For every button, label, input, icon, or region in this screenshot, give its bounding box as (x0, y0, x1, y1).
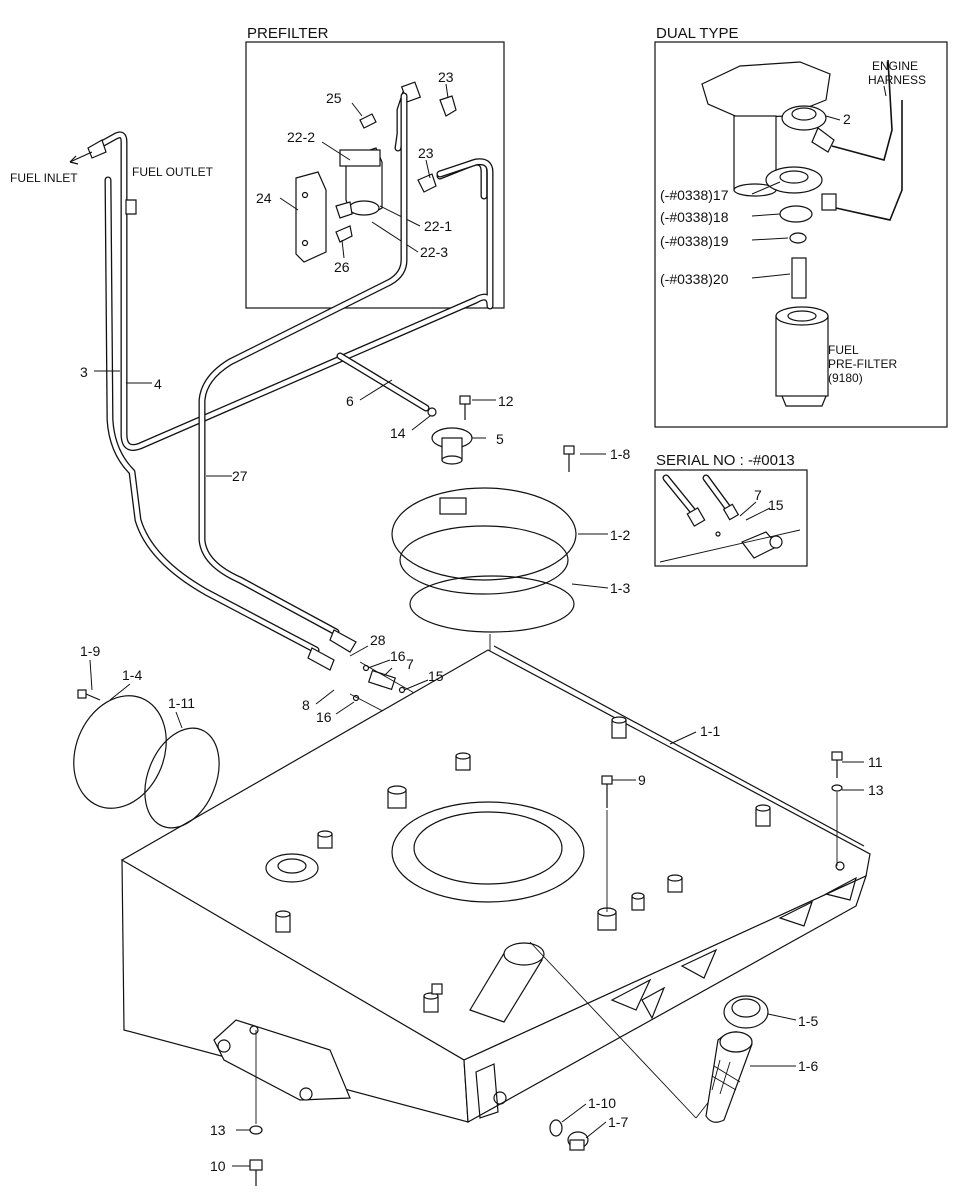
callout-26: 26 (334, 259, 350, 275)
callout-12: 12 (498, 393, 514, 409)
callout-16b: 16 (316, 709, 332, 725)
callout-1-6: 1-6 (798, 1058, 818, 1074)
main-leaders (89, 645, 864, 1167)
callout-16a: 16 (390, 648, 406, 664)
callout-28: 28 (370, 632, 386, 648)
engine-label: ENGINE (872, 59, 918, 73)
prefilter-title: PREFILTER (247, 25, 329, 42)
callout-1-9: 1-9 (80, 643, 100, 659)
callout-d17: (-#0338)17 (660, 187, 729, 203)
callout-13a: 13 (868, 782, 884, 798)
callout-1-10: 1-10 (588, 1095, 616, 1111)
side-cover-plate (73, 695, 167, 809)
prefilter-inset: PREFILTER 25 23 22-2 23 24 22-1 (245, 25, 505, 309)
callout-d20: (-#0338)20 (660, 271, 729, 287)
tank-cover-plate (391, 487, 577, 581)
prefilter-frame (245, 41, 505, 309)
callout-1-5: 1-5 (798, 1013, 818, 1029)
callout-s15: 15 (768, 497, 784, 513)
callout-15: 15 (428, 668, 444, 684)
callout-11: 11 (868, 754, 883, 770)
callout-1-1: 1-1 (700, 723, 720, 739)
callout-25: 25 (326, 90, 342, 106)
callout-27: 27 (232, 468, 248, 484)
callout-23a: 23 (438, 69, 454, 85)
serial-title: SERIAL NO : -#0013 (656, 452, 795, 469)
fuel-tank (73, 645, 871, 1186)
callout-1-2: 1-2 (610, 527, 630, 543)
callout-d2: 2 (843, 111, 851, 127)
callout-1-4: 1-4 (122, 667, 142, 683)
pre-filter-number: (9180) (828, 371, 863, 385)
harness-label: HARNESS (868, 73, 926, 87)
dual-type-inset: DUAL TYPE 2 (-#0338)17 (654, 25, 948, 428)
tank-cover-gasket (409, 575, 575, 633)
callout-1-11: 1-11 (168, 695, 195, 711)
callout-24: 24 (256, 190, 272, 206)
callout-10: 10 (210, 1158, 226, 1174)
callout-13b: 13 (210, 1122, 226, 1138)
fuel-outlet-label: FUEL OUTLET (132, 165, 214, 179)
filler-cap (723, 995, 769, 1029)
callout-9: 9 (638, 772, 646, 788)
callout-4: 4 (154, 376, 162, 392)
callout-1-7: 1-7 (608, 1114, 628, 1130)
callout-22-2: 22-2 (287, 129, 315, 145)
serial-frame (654, 469, 808, 567)
callout-d18: (-#0338)18 (660, 209, 729, 225)
side-cover-gasket (144, 727, 220, 829)
tank-side-right (463, 874, 868, 1123)
filler-neck (469, 949, 543, 1023)
dual-type-frame (654, 41, 948, 428)
fuel-lines: FUEL INLET FUEL OUTLET (10, 92, 494, 721)
dual-type-title: DUAL TYPE (656, 25, 739, 42)
prefilter-bracket (295, 171, 327, 263)
callout-5: 5 (496, 431, 504, 447)
fuel-label: FUEL (828, 343, 859, 357)
fuel-inlet-label: FUEL INLET (10, 171, 78, 185)
filter-head (701, 61, 831, 119)
callout-7: 7 (406, 656, 414, 672)
callout-6: 6 (346, 393, 354, 409)
mount-bracket (213, 1019, 351, 1101)
sender-assembly (94, 370, 609, 850)
callout-8: 8 (302, 697, 310, 713)
callout-3: 3 (80, 364, 88, 380)
filler-flange (391, 801, 585, 903)
callout-23b: 23 (418, 145, 434, 161)
callout-1-8: 1-8 (610, 446, 630, 462)
pre-filter-label: PRE-FILTER (828, 357, 897, 371)
callout-d19: (-#0338)19 (660, 233, 729, 249)
callout-s7: 7 (754, 487, 762, 503)
main-callouts: 3 4 6 12 14 5 1-8 27 1-2 1-3 28 16 7 15 … (80, 364, 884, 1174)
fuel-pre-filter (775, 315, 829, 397)
serial-inset: SERIAL NO : -#0013 7 15 (654, 452, 808, 567)
callout-14: 14 (390, 425, 406, 441)
callout-1-3: 1-3 (610, 580, 630, 596)
callout-22-1: 22-1 (424, 218, 452, 234)
callout-22-3: 22-3 (420, 244, 448, 260)
